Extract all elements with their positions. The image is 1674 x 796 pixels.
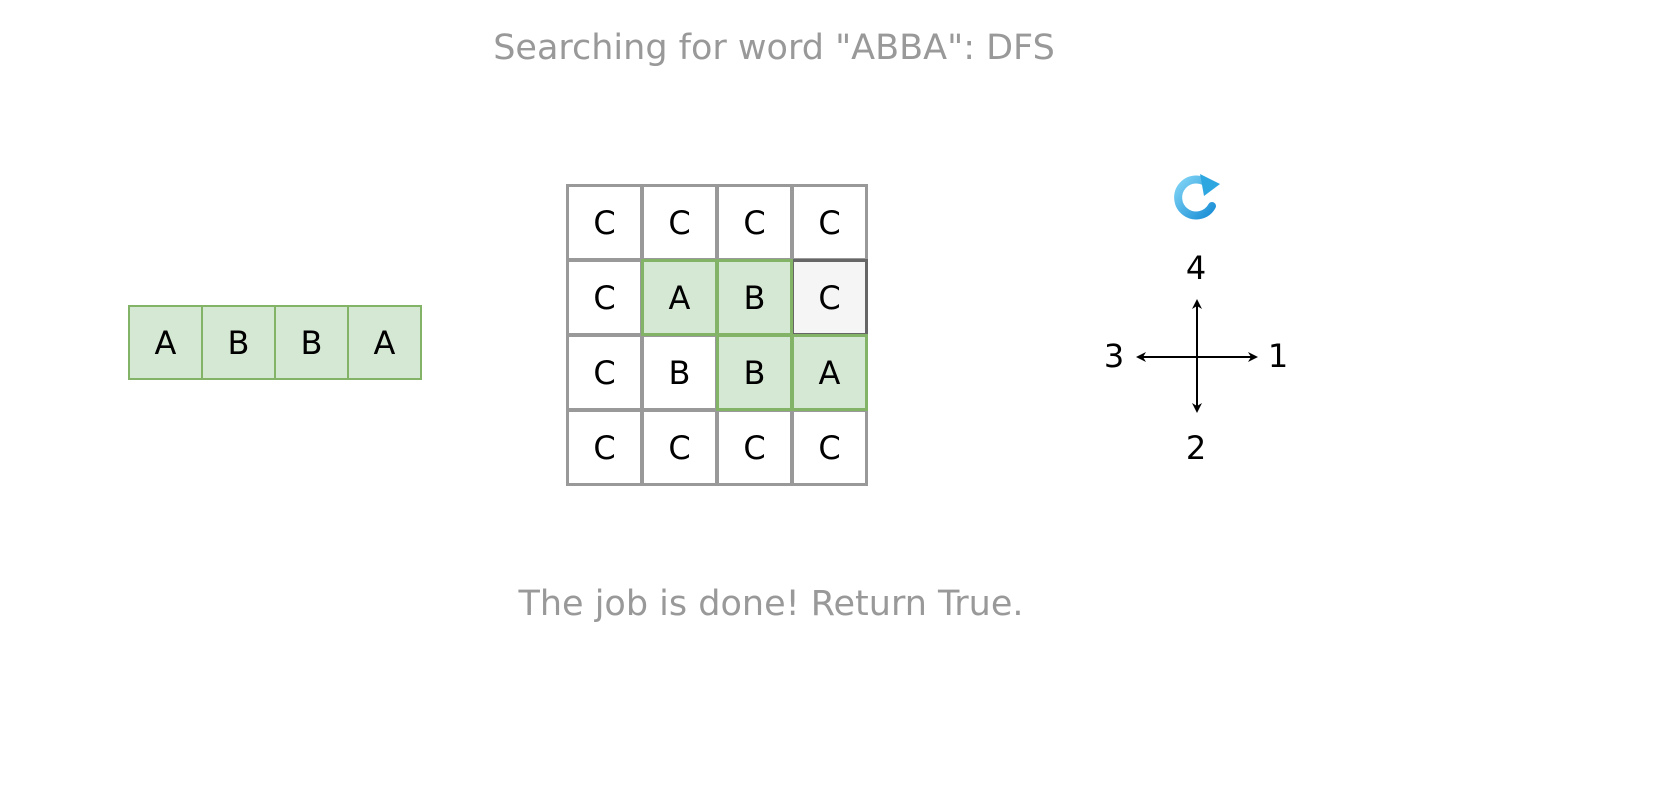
direction-compass: 4 2 3 1 <box>1090 245 1310 475</box>
grid-cell: C <box>791 184 868 261</box>
grid-cell: C <box>566 409 643 486</box>
grid-cell: C <box>791 409 868 486</box>
word-letter: B <box>201 305 276 380</box>
direction-label-up: 4 <box>1185 249 1207 287</box>
direction-label-right: 1 <box>1267 337 1289 375</box>
grid-cell: B <box>716 259 793 336</box>
status-message: The job is done! Return True. <box>518 584 1024 624</box>
target-word: A B B A <box>128 305 422 380</box>
grid-cell: C <box>641 184 718 261</box>
grid-cell: C <box>641 409 718 486</box>
refresh-icon[interactable] <box>1166 166 1226 226</box>
page-title: Searching for word "ABBA": DFS <box>493 28 1055 68</box>
grid-cell: C <box>566 259 643 336</box>
word-letter: A <box>128 305 203 380</box>
grid-cell: C <box>566 334 643 411</box>
word-letter: B <box>274 305 349 380</box>
direction-label-left: 3 <box>1103 337 1125 375</box>
grid-cell: C <box>566 184 643 261</box>
grid-cell: C <box>716 184 793 261</box>
grid-cell: B <box>641 334 718 411</box>
grid-cell: A <box>791 334 868 411</box>
grid-cell: C <box>791 259 868 336</box>
grid-cell: C <box>716 409 793 486</box>
direction-arrows <box>1136 299 1258 413</box>
grid-cell: B <box>716 334 793 411</box>
word-letter: A <box>347 305 422 380</box>
direction-label-down: 2 <box>1185 429 1207 467</box>
grid-cell: A <box>641 259 718 336</box>
